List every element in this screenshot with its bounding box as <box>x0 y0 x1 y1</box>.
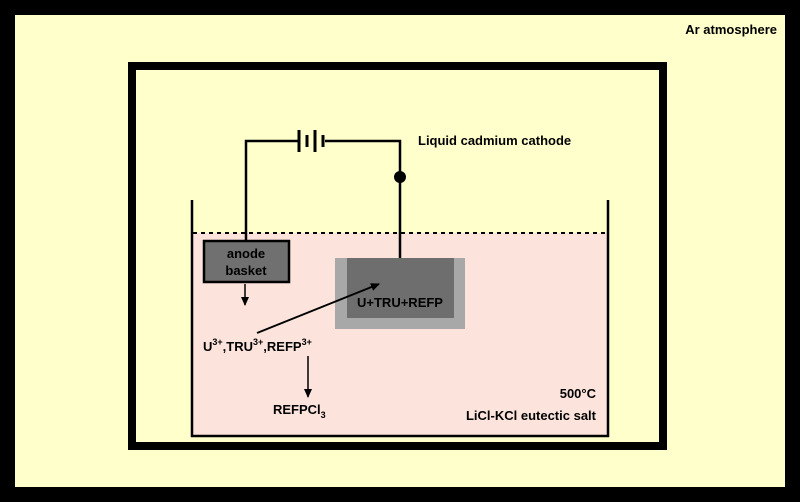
ions-label: U3+,TRU3+,REFP3+ <box>203 337 312 354</box>
anode-wire <box>244 139 298 241</box>
glovebox-frame <box>128 62 667 450</box>
anode-label-line2: basket <box>225 263 267 278</box>
vessel <box>190 200 610 438</box>
chloride-label: REFPCl3 <box>273 402 326 420</box>
cathode-cadmium <box>347 258 454 318</box>
arrow-ions-to-cathode <box>256 283 380 334</box>
cathode-wire <box>325 139 402 258</box>
battery-icon <box>297 130 325 152</box>
atmosphere-label: Ar atmosphere <box>685 22 777 37</box>
cathode-product-label: U+TRU+REFP <box>357 295 443 310</box>
temperature-label: 500°C <box>560 386 597 401</box>
junction-dot <box>394 171 406 183</box>
salt-label: LiCl-KCl eutectic salt <box>466 408 597 423</box>
anode-basket <box>202 239 291 284</box>
cathode-label: Liquid cadmium cathode <box>418 133 571 148</box>
anode-label-line1: anode <box>227 246 265 261</box>
